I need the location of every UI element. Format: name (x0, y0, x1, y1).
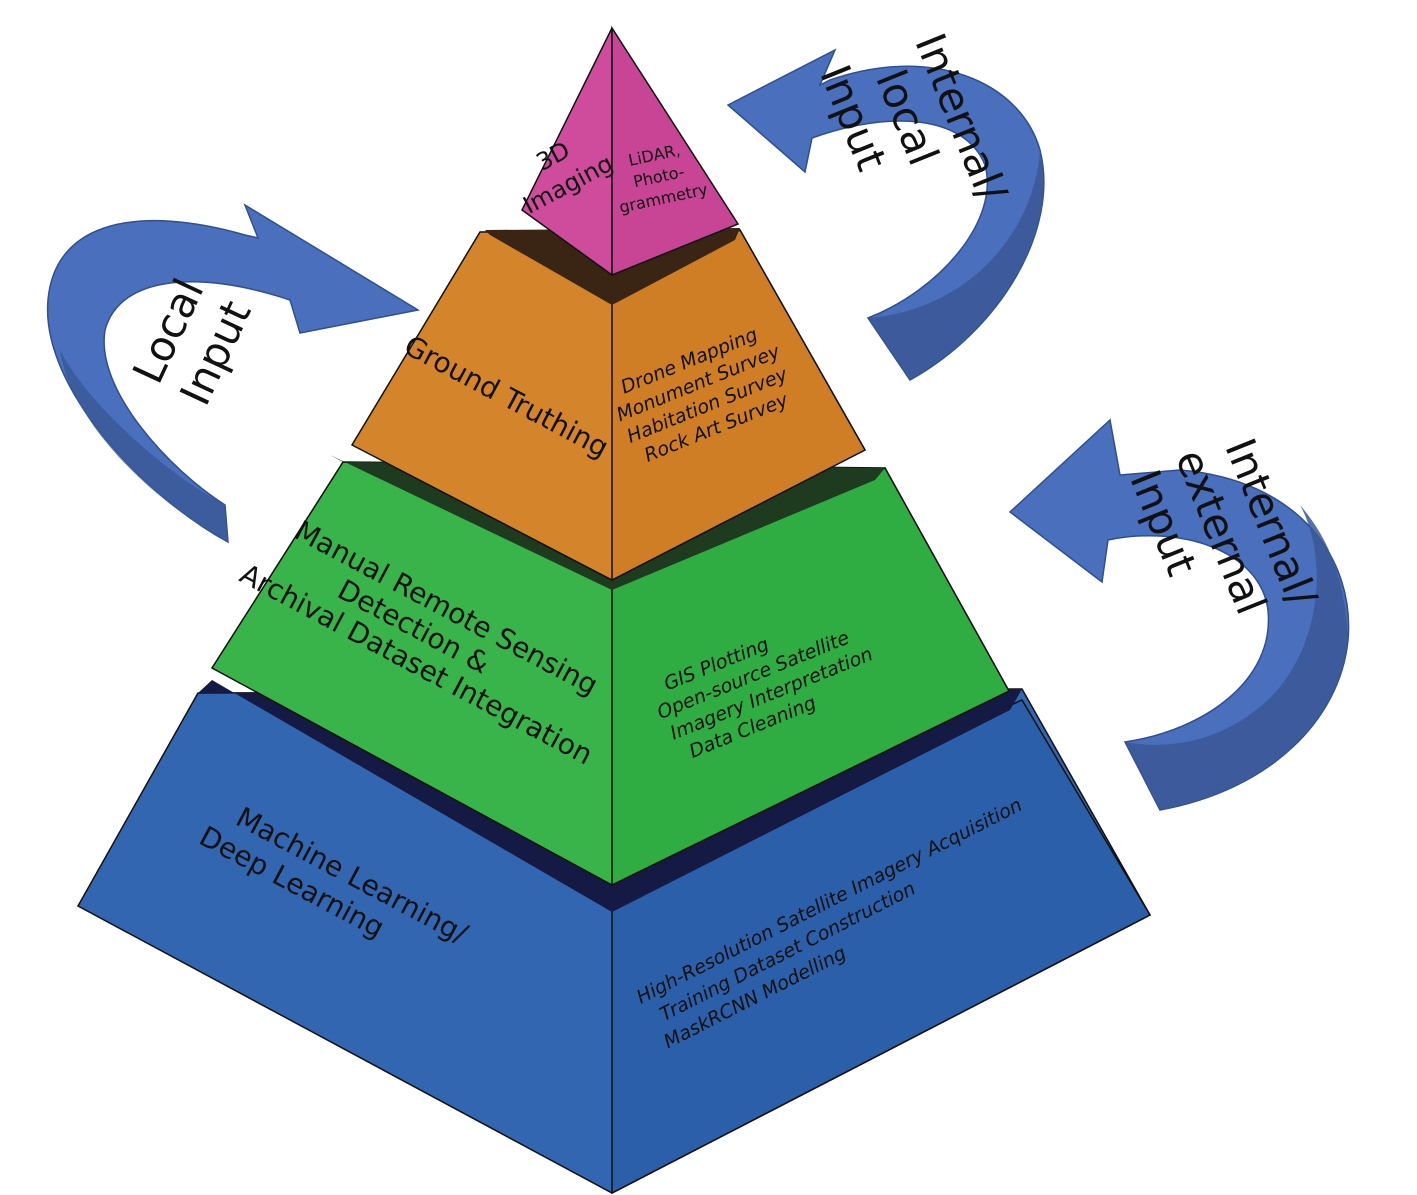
tier-apex (521, 25, 740, 277)
internal-external-input-arrow-shade (1125, 505, 1348, 810)
internal-local-input-arrow-shade (868, 150, 1044, 380)
local-input-arrow (46, 203, 421, 544)
tier-apex-right-face (611, 25, 740, 277)
internal-external-input-arrow (1008, 418, 1350, 811)
local-input-arrow-shade (60, 350, 228, 542)
local-input-label: Local Input (123, 271, 261, 412)
internal-local-input-arrow (726, 48, 1045, 381)
